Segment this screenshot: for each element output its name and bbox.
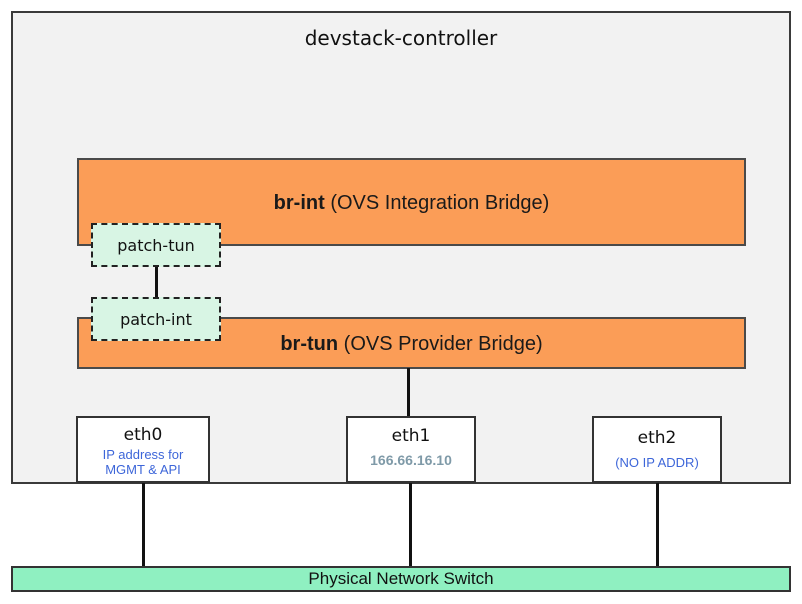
br-int-description: (OVS Integration Bridge) bbox=[330, 191, 550, 214]
br-int-name: br-int bbox=[273, 191, 325, 214]
eth1-name: eth1 bbox=[391, 426, 431, 446]
patch-tun-port: patch-tun bbox=[91, 223, 221, 267]
br-tun-eth1-line bbox=[407, 368, 410, 417]
eth0-switch-line bbox=[142, 483, 145, 567]
br-tun-name: br-tun bbox=[280, 332, 339, 355]
br-tun-description: (OVS Provider Bridge) bbox=[343, 332, 543, 355]
eth0-note-line2: MGMT & API bbox=[105, 462, 181, 477]
eth0-note-line1: IP address for bbox=[102, 447, 184, 462]
physical-network-switch: Physical Network Switch bbox=[11, 566, 791, 592]
eth1-switch-line bbox=[409, 483, 412, 567]
controller-title: devstack-controller bbox=[304, 26, 498, 50]
eth2-switch-line bbox=[656, 483, 659, 567]
eth0-name: eth0 bbox=[123, 425, 163, 445]
eth1-ip-address: 166.66.16.10 bbox=[370, 452, 452, 468]
eth2-interface: eth2 (NO IP ADDR) bbox=[592, 416, 722, 483]
eth2-note: (NO IP ADDR) bbox=[615, 455, 699, 470]
eth2-name: eth2 bbox=[637, 428, 677, 448]
eth1-interface: eth1 166.66.16.10 bbox=[346, 416, 476, 483]
patch-link-line bbox=[155, 266, 158, 298]
eth0-interface: eth0 IP address for MGMT & API bbox=[76, 416, 210, 483]
patch-int-port: patch-int bbox=[91, 297, 221, 341]
